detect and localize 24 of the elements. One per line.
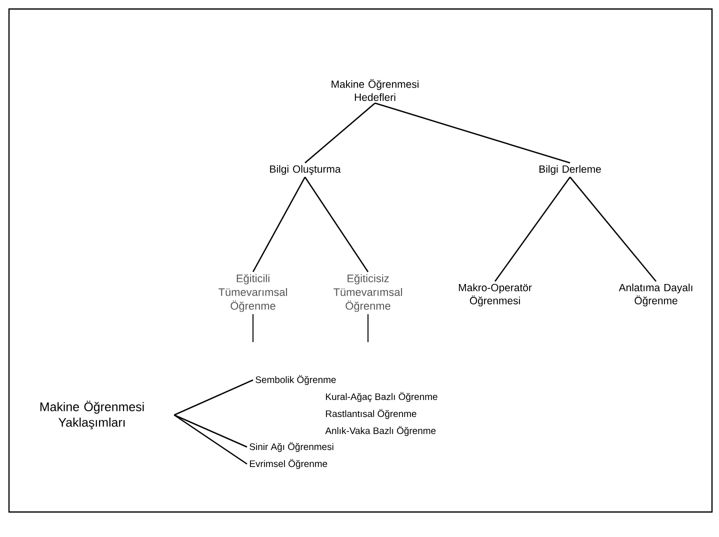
node-label: Makine Öğrenmesi Hedefleri: [332, 79, 418, 101]
node-label: Bilgi Oluşturma: [270, 165, 341, 175]
node-label: Anlatıma Dayalı Öğrenme: [618, 284, 692, 306]
connector-line: [304, 176, 369, 272]
node-label: Makro-Operatör Öğrenmesi: [458, 284, 532, 306]
connector-line: [374, 102, 570, 164]
list-item: Rastlantısal Öğrenme: [326, 409, 416, 419]
node-label: Bilgi Derleme: [539, 165, 601, 175]
connector-line: [570, 176, 657, 282]
connector-line: [304, 102, 376, 164]
node-label: Eğiticisiz Tümevarımsal Öğrenme: [334, 274, 402, 312]
connector-line: [174, 414, 248, 465]
connector-line: [494, 176, 571, 282]
list-item: Anlık-Vaka Bazlı Öğrenme: [325, 426, 436, 436]
node-label: Sinir Ağı Öğrenmesi: [250, 442, 334, 452]
connector-line: [174, 379, 254, 416]
node-label: Sembolik Öğrenme: [256, 375, 336, 385]
node-label: Evrimsel Öğrenme: [250, 459, 328, 469]
node-label: Eğiticili Tümevarımsal Öğrenme: [218, 274, 287, 312]
list-item: Kural-Ağaç Bazlı Öğrenme: [326, 392, 438, 402]
connector-line: [252, 176, 306, 272]
node-label: Makine Öğrenmesi Yaklaşımları: [40, 400, 144, 430]
connector-line: [174, 414, 248, 448]
connector-line: [252, 314, 254, 343]
